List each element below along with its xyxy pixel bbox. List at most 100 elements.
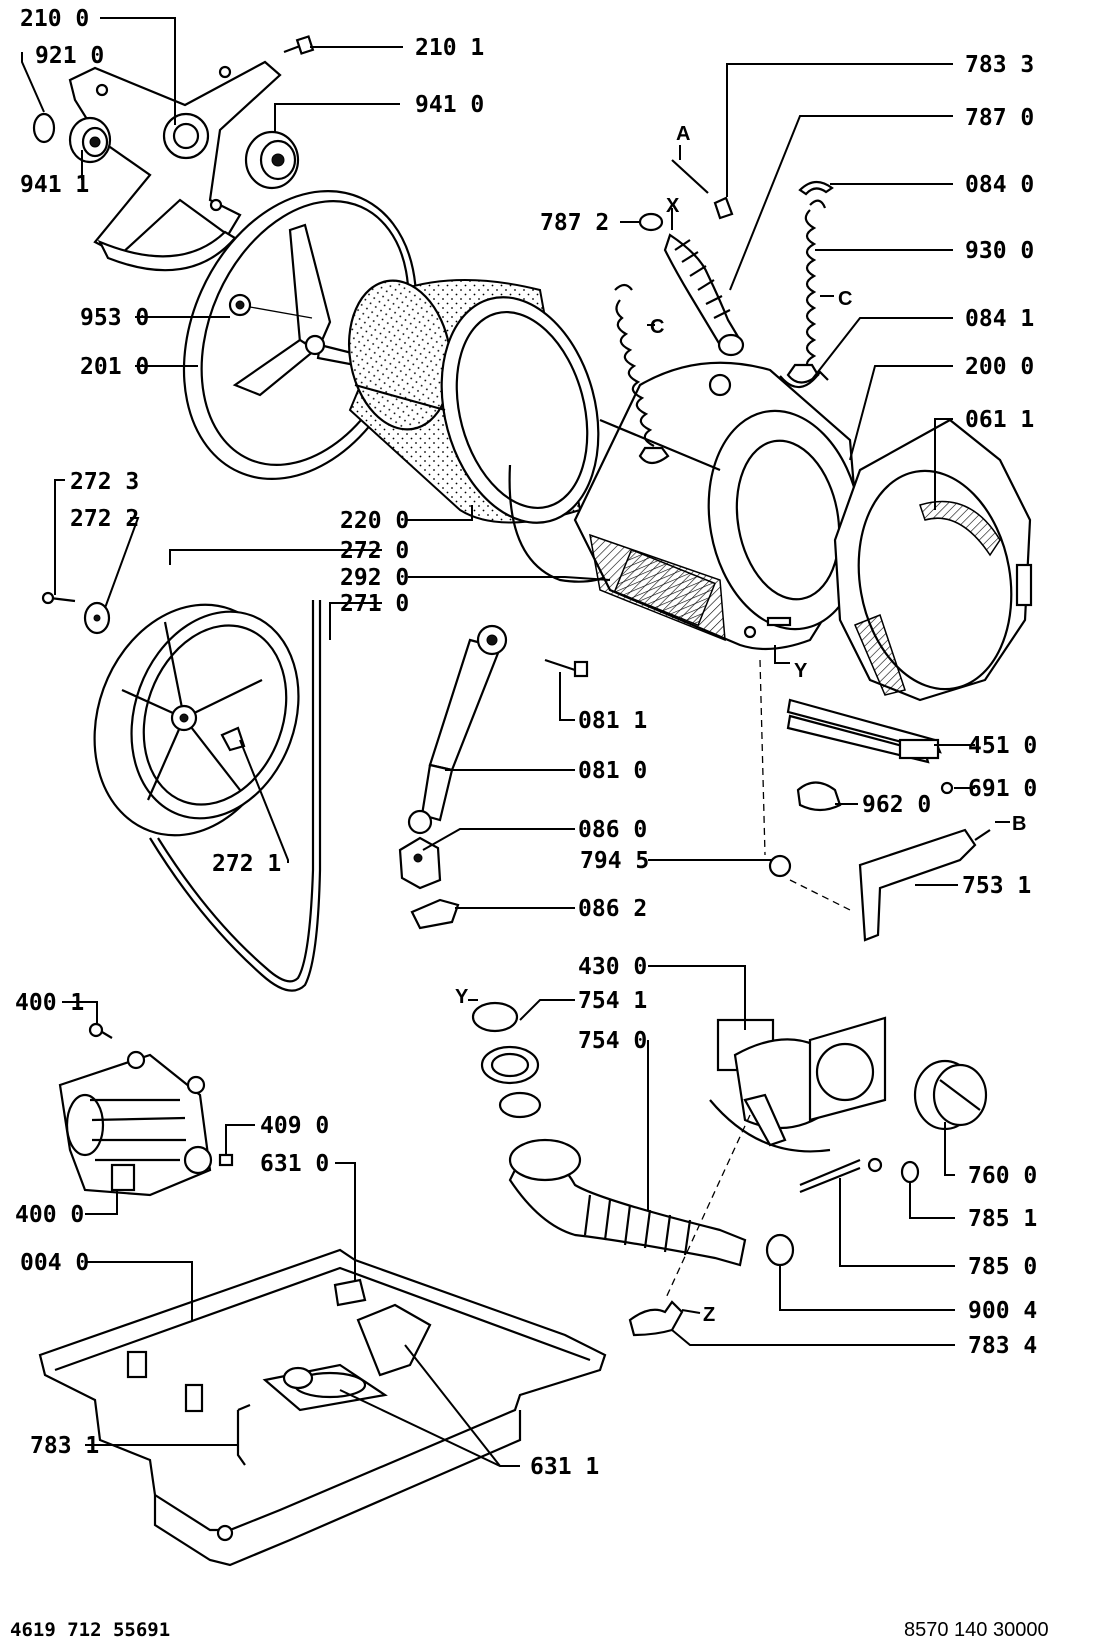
shock-absorber [407,624,508,835]
sump-collar [480,1045,540,1085]
label-400-0: 400 0 [15,1202,84,1228]
label-y-top: Y [794,660,808,682]
label-631-0: 631 0 [260,1151,329,1177]
label-004-0: 004 0 [20,1250,89,1276]
sump-hose [508,1138,747,1267]
label-a: A [676,123,690,145]
label-794-5: 794 5 [580,848,649,874]
tub-gasket [508,464,611,583]
bearing-small [68,116,112,164]
label-272-3: 272 3 [70,469,139,495]
pulley-washer [83,601,111,635]
label-787-0: 787 0 [965,105,1034,131]
label-200-0: 200 0 [965,354,1034,380]
label-c-right: C [838,288,852,310]
front-counterweight [833,418,1033,702]
label-430-0: 430 0 [578,954,647,980]
label-201-0: 201 0 [80,354,149,380]
part-labels: 210 0 921 0 210 1 941 1 941 0 783 3 787 … [15,6,1037,1480]
leader-lines [21,17,1010,1467]
label-785-0: 785 0 [968,1254,1037,1280]
shaft-seal [228,293,313,319]
label-084-1: 084 1 [965,306,1034,332]
pump-hose [799,1157,883,1194]
label-962-0: 962 0 [862,792,931,818]
label-409-0: 409 0 [260,1113,329,1139]
label-760-0: 760 0 [968,1163,1037,1189]
label-081-0: 081 0 [578,758,647,784]
label-921-0: 921 0 [35,43,104,69]
bolt-210-1 [283,35,315,55]
heater-nut [940,781,954,795]
bracket-clip [410,898,460,930]
label-086-0: 086 0 [578,817,647,843]
base-clip-783-1 [236,1403,251,1466]
label-086-2: 086 2 [578,896,647,922]
washing-drum [347,279,600,524]
air-trap-nipple [713,196,734,220]
label-292-0: 292 0 [340,565,409,591]
motor-clip [218,1153,234,1167]
label-451-0: 451 0 [968,733,1037,759]
footer-left-code: 4619 712 55691 [10,1619,170,1641]
label-783-3: 783 3 [965,52,1034,78]
drive-motor [58,1050,213,1197]
label-754-1: 754 1 [578,988,647,1014]
bearing-large [244,130,300,190]
label-084-0: 084 0 [965,172,1034,198]
label-061-1: 061 1 [965,407,1034,433]
filter-bracket [858,828,991,942]
bellows-hose [663,233,745,357]
sump-ring [471,1001,519,1033]
label-272-1: 272 1 [212,851,281,877]
heating-element [786,698,942,764]
label-z: Z [703,1304,715,1326]
label-220-0: 220 0 [340,508,409,534]
label-c-left: C [650,316,664,338]
ntc-sensor [768,854,792,878]
label-081-1: 081 1 [578,708,647,734]
label-691-0: 691 0 [968,776,1037,802]
label-210-0: 210 0 [20,6,89,32]
footer: 4619 712 55691 8570 140 30000 [10,1619,1049,1641]
label-900-4: 900 4 [968,1298,1037,1324]
label-787-2: 787 2 [540,210,609,236]
label-754-0: 754 0 [578,1028,647,1054]
label-785-1: 785 1 [968,1206,1037,1232]
label-631-1: 631 1 [530,1454,599,1480]
pulley-screw [41,591,76,605]
circlip [32,112,56,144]
pump-filter [913,1059,988,1131]
label-271-0: 271 0 [340,591,409,617]
label-930-0: 930 0 [965,238,1034,264]
label-783-1: 783 1 [30,1433,99,1459]
label-783-4: 783 4 [968,1333,1037,1359]
pin-a [671,159,709,194]
label-210-1: 210 1 [415,35,484,61]
drain-elbow [628,1300,684,1337]
footer-right-code: 8570 140 30000 [904,1619,1049,1641]
label-400-1: 400 1 [15,990,84,1016]
label-953-0: 953 0 [80,305,149,331]
label-x: X [666,195,680,217]
drain-pump [716,1016,887,1147]
rear-spider-bracket [68,60,282,272]
leader-dash-z [664,1099,831,1301]
hose-clamp-900-4 [765,1233,795,1267]
sump-valve [498,1091,542,1119]
heater-seal [796,781,842,812]
base-plate [38,1248,607,1567]
pump-clamp-785-1 [900,1160,920,1184]
hose-clamp-787-2 [638,212,664,232]
label-941-1: 941 1 [20,172,89,198]
label-753-1: 753 1 [962,873,1031,899]
drum-pulley [93,603,300,837]
drive-belt [149,600,322,992]
outer-tub [573,361,863,651]
suspension-spring-left [614,283,670,465]
label-272-2: 272 2 [70,506,139,532]
shock-bolt [544,658,589,678]
suspension-spring-right [786,199,827,384]
damper-hook [779,370,829,389]
label-272-0: 272 0 [340,538,409,564]
